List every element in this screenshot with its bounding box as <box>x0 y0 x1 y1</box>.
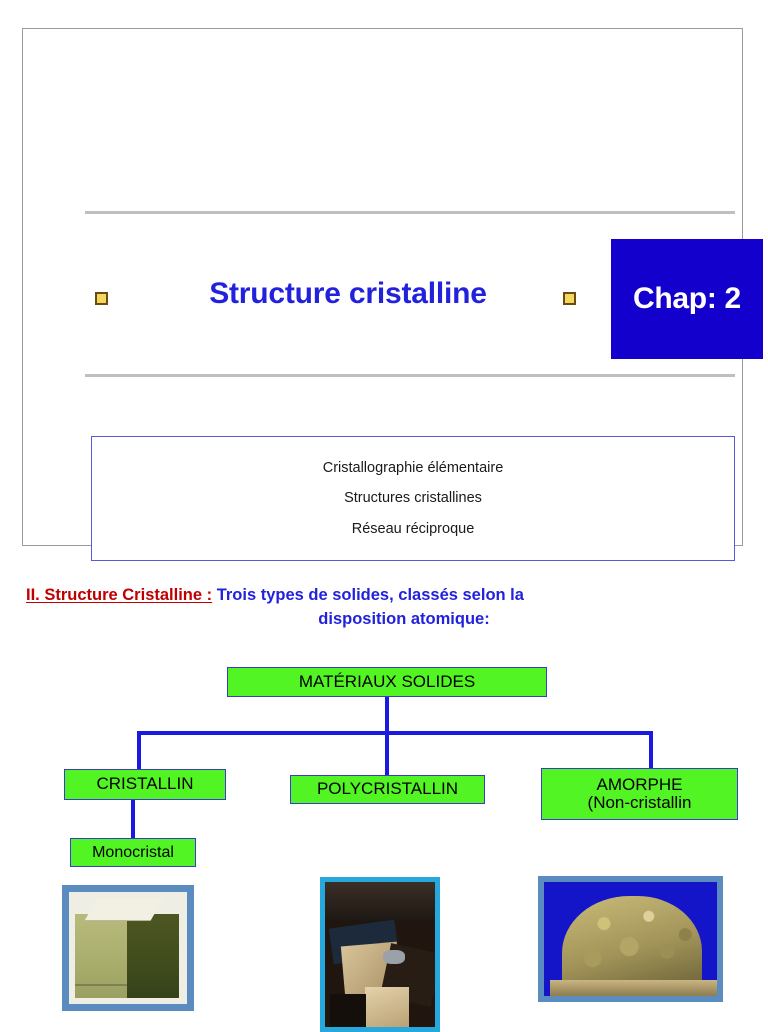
subject-line-2: Structures cristallines <box>344 490 482 507</box>
section-heading-body-line2: disposition atomique: <box>318 609 490 628</box>
section-heading-lead: II. Structure Cristalline : <box>26 586 213 604</box>
yellow-square-bullet-icon-right <box>563 292 576 305</box>
monocrystal-cube-top-face <box>84 898 164 921</box>
yellow-square-bullet-icon-left <box>95 292 108 305</box>
connector-root-stem <box>385 697 389 735</box>
node-amorphe: AMORPHE (Non-cristallin <box>541 768 738 820</box>
title-slide: Structure cristalline Chap: 2 Cristallog… <box>22 28 763 561</box>
section-heading-row1: II. Structure Cristalline : Trois types … <box>14 584 754 608</box>
section-heading: II. Structure Cristalline : Trois types … <box>14 584 754 632</box>
section-heading-body-line1: Trois types de solides, classés selon la <box>212 586 524 604</box>
polycrystal-grain-e <box>330 994 366 1027</box>
chapter-badge-label: Chap: 2 <box>633 282 741 315</box>
monocrystal-cube-seam <box>75 984 127 986</box>
subject-line-1: Cristallographie élémentaire <box>322 459 504 476</box>
chapter-badge: Chap: 2 <box>611 239 763 359</box>
node-cristallin: CRISTALLIN <box>64 769 226 800</box>
amorphous-rock-base <box>550 980 717 996</box>
slide-rule-bottom <box>85 374 735 377</box>
monocrystal-cube-right-face <box>127 914 179 998</box>
polycrystal-grain-d <box>365 987 409 1027</box>
subject-line-3: Réseau réciproque <box>351 520 475 537</box>
connector-horizontal-bar <box>137 731 653 735</box>
connector-drop-amorphe <box>649 731 653 769</box>
connector-drop-monocristal <box>131 800 135 840</box>
slide-rule-top <box>85 211 735 214</box>
slide-subject-box: Cristallographie élémentaire Structures … <box>91 436 735 561</box>
amorphous-rock-mass <box>562 896 702 988</box>
node-materiaux-solides-label: MATÉRIAUX SOLIDES <box>298 671 476 691</box>
node-polycristallin-label: POLYCRISTALLIN <box>316 779 459 799</box>
connector-drop-cristallin <box>137 731 141 771</box>
node-cristallin-label: CRISTALLIN <box>96 774 194 794</box>
node-polycristallin: POLYCRISTALLIN <box>290 775 485 804</box>
node-amorphe-label-line1: AMORPHE <box>596 774 683 794</box>
node-monocristal: Monocristal <box>70 838 196 867</box>
amorphous-photo <box>538 876 723 1002</box>
node-materiaux-solides: MATÉRIAUX SOLIDES <box>227 667 547 697</box>
polycrystal-photo-background <box>325 882 435 922</box>
polycrystal-photo <box>320 877 440 1032</box>
slide-title: Structure cristalline <box>209 277 487 310</box>
node-amorphe-label-line2: (Non-cristallin <box>587 793 692 812</box>
monocrystal-photo <box>62 885 194 1011</box>
node-monocristal-label: Monocristal <box>92 843 174 861</box>
polycrystal-grain-f <box>383 950 405 964</box>
connector-drop-polycristallin <box>385 731 389 777</box>
